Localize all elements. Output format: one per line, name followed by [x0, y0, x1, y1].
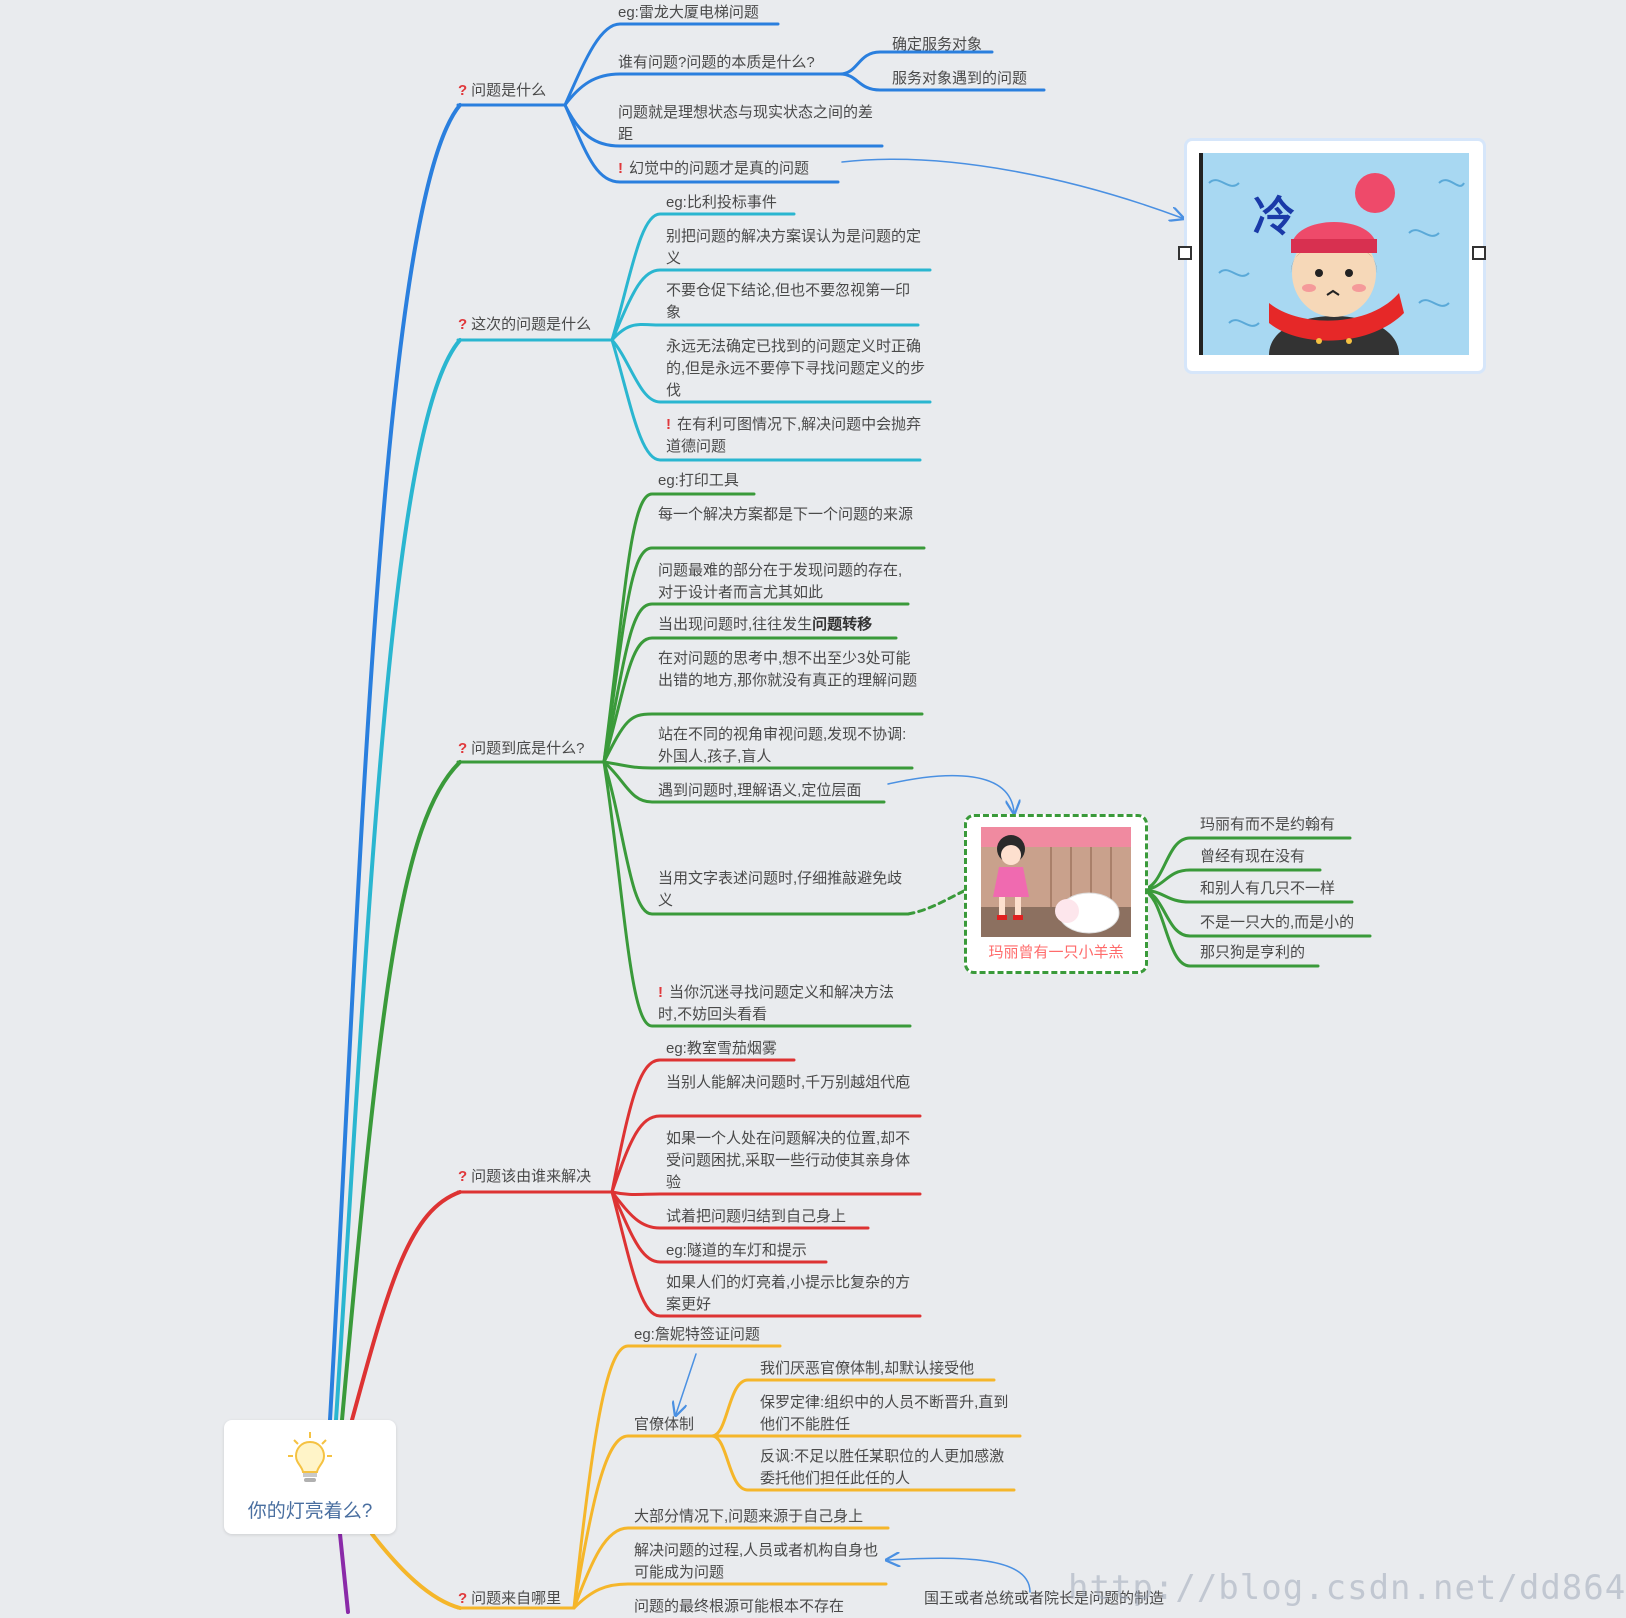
topic-let-them-experience[interactable]: 如果一个人处在问题解决的位置,却不受问题困扰,采取一些行动使其亲身体验 — [666, 1130, 911, 1191]
topic-visa-problem[interactable]: eg:詹妮特签证问题 — [634, 1326, 760, 1343]
topic-problem-shift[interactable]: 当出现问题时,往往发生问题转移 — [658, 614, 872, 636]
branch-this-time-problem[interactable]: ?这次的问题是什么 — [458, 314, 591, 336]
topic-label: 幻觉中的问题才是真的问题 — [629, 160, 810, 177]
branch-title: 这次的问题是什么 — [471, 316, 592, 333]
topic-dont-overstep[interactable]: 当别人能解决问题时,千万别越俎代庖 — [666, 1074, 911, 1091]
topic-gap-definition[interactable]: 问题就是理想状态与现实状态之间的差距 — [618, 104, 874, 143]
branch-who-solves[interactable]: ?问题该由谁来解决 — [458, 1166, 591, 1188]
topic-root-not-exist[interactable]: 问题的最终根源可能根本不存在 — [634, 1598, 845, 1615]
topic-never-stop-defining[interactable]: 永远无法确定已找到的问题定义时正确的,但是永远不要停下寻找问题定义的步伐 — [666, 338, 926, 399]
branch-title: 问题来自哪里 — [471, 1590, 562, 1607]
topic-tunnel-lights[interactable]: eg:隧道的车灯和提示 — [666, 1242, 807, 1259]
image-node-mary[interactable]: 玛丽曾有一只小羊羔 — [964, 814, 1148, 974]
topic-king-president[interactable]: 国王或者总统或者院长是问题的制造 — [924, 1590, 1165, 1607]
arrow-to-image — [841, 158, 1182, 218]
topic-mary-has[interactable]: 玛丽有而不是约翰有 — [1200, 816, 1336, 833]
branch-title: 问题该由谁来解决 — [471, 1168, 592, 1185]
topic-peter-principle[interactable]: 保罗定律:组织中的人员不断晋升,直到他们不能胜任 — [760, 1394, 1009, 1433]
trunk-orange — [370, 1532, 462, 1610]
topic-billy-bid[interactable]: eg:比利投标事件 — [666, 194, 777, 211]
resize-handle-right[interactable] — [1472, 246, 1486, 260]
topic-semantics[interactable]: 遇到问题时,理解语义,定位层面 — [658, 782, 862, 799]
topic-label: 当你沉迷寻找问题定义和解决方法时,不妨回头看看 — [658, 984, 895, 1023]
watermark: http://blog.csdn.net/dd864 — [1068, 1568, 1626, 1608]
image-node-cold[interactable]: 冷 — [1184, 138, 1486, 374]
trunk-purple — [338, 1532, 350, 1614]
question-mark-icon: ? — [458, 1168, 468, 1185]
dashed-link — [906, 888, 968, 916]
arrow-to-mary — [887, 774, 1014, 812]
trunk-red — [350, 1190, 462, 1422]
topic-small-not-big[interactable]: 不是一只大的,而是小的 — [1200, 914, 1355, 931]
branch-what-is-the-problem[interactable]: ?问题是什么 — [458, 80, 546, 102]
arrow-to-process — [888, 1558, 1031, 1593]
branch-where-from[interactable]: ?问题来自哪里 — [458, 1588, 561, 1610]
cold-glyph: 冷 — [1253, 192, 1295, 241]
trunk-cyan — [334, 338, 462, 1422]
topic-client-problem[interactable]: 服务对象遇到的问题 — [892, 70, 1028, 87]
mindmap-connectors — [328, 22, 1372, 1614]
topic-irony[interactable]: 反讽:不足以胜任某职位的人更加感激委托他们担任此任的人 — [760, 1448, 1005, 1487]
cold-girl-illustration: 冷 — [1199, 153, 1469, 355]
question-mark-icon: ? — [458, 316, 468, 333]
topic-leilong-elevator[interactable]: eg:雷龙大厦电梯问题 — [618, 4, 759, 21]
topic-first-impression[interactable]: 不要仓促下结论,但也不要忽视第一印象 — [666, 282, 911, 321]
question-mark-icon: ? — [458, 1590, 468, 1607]
topic-solution-not-definition[interactable]: 别把问题的解决方案误认为是问题的定义 — [666, 228, 922, 267]
topic-hate-bureaucracy[interactable]: 我们厌恶官僚体制,却默认接受他 — [760, 1360, 975, 1377]
topic-how-many[interactable]: 和别人有几只不一样 — [1200, 880, 1336, 897]
trunk-blue — [328, 103, 462, 1422]
mary-lamb-illustration — [981, 827, 1131, 937]
arrow-to-bureaucracy — [676, 1353, 697, 1414]
resize-handle-left[interactable] — [1178, 246, 1192, 260]
topic-hardest-part[interactable]: 问题最难的部分在于发现问题的存在,对于设计者而言尤其如此 — [658, 562, 903, 601]
exclamation-icon: ! — [666, 416, 671, 433]
topic-blame-self[interactable]: 试着把问题归结到自己身上 — [666, 1208, 847, 1225]
exclamation-icon: ! — [658, 984, 663, 1001]
topic-bold-label: 问题转移 — [812, 616, 873, 633]
topic-abandon-ethics[interactable]: !在有利可图情况下,解决问题中会抛弃道德问题 — [666, 414, 924, 458]
topic-hint-better[interactable]: 如果人们的灯亮着,小提示比复杂的方案更好 — [666, 1274, 911, 1313]
topic-three-errors[interactable]: 在对问题的思考中,想不出至少3处可能出错的地方,那你就没有真正的理解问题 — [658, 650, 918, 689]
root-node[interactable]: 你的灯亮着么? — [224, 1420, 396, 1534]
topic-henry-dog[interactable]: 那只狗是亨利的 — [1200, 944, 1306, 961]
question-mark-icon: ? — [458, 82, 468, 99]
topic-bureaucracy[interactable]: 官僚体制 — [634, 1416, 695, 1433]
topic-who-has-problem[interactable]: 谁有问题?问题的本质是什么? — [618, 54, 815, 71]
topic-process-problem[interactable]: 解决问题的过程,人员或者机构自身也可能成为问题 — [634, 1542, 879, 1581]
exclamation-icon: ! — [618, 160, 623, 177]
lightbulb-icon — [288, 1432, 332, 1482]
branch-title: 问题到底是什么? — [471, 740, 585, 757]
topic-from-self[interactable]: 大部分情况下,问题来源于自己身上 — [634, 1508, 864, 1525]
topic-label: 当出现问题时,往往发生 — [658, 616, 813, 633]
branch-what-really-is-problem[interactable]: ?问题到底是什么? — [458, 738, 585, 760]
question-mark-icon: ? — [458, 740, 468, 757]
topic-determine-client[interactable]: 确定服务对象 — [892, 36, 983, 53]
topic-print-tool[interactable]: eg:打印工具 — [658, 472, 739, 489]
topic-illusion-problem[interactable]: ! 幻觉中的问题才是真的问题 — [618, 158, 809, 180]
topic-label: 在有利可图情况下,解决问题中会抛弃道德问题 — [666, 416, 922, 455]
branch-title: 问题是什么 — [471, 82, 547, 99]
topic-solution-source[interactable]: 每一个解决方案都是下一个问题的来源 — [658, 506, 914, 523]
topic-had-before[interactable]: 曾经有现在没有 — [1200, 848, 1306, 865]
trunk-green — [340, 760, 462, 1422]
root-title: 你的灯亮着么? — [247, 1501, 373, 1522]
topic-look-back[interactable]: !当你沉迷寻找问题定义和解决方法时,不妨回头看看 — [658, 982, 910, 1026]
topic-cigar-smoke[interactable]: eg:教室雪茄烟雾 — [666, 1040, 777, 1057]
topic-different-views[interactable]: 站在不同的视角审视问题,发现不协调:外国人,孩子,盲人 — [658, 726, 907, 765]
image-caption: 玛丽曾有一只小羊羔 — [988, 944, 1124, 961]
topic-avoid-ambiguity[interactable]: 当用文字表述问题时,仔细推敲避免歧义 — [658, 870, 903, 909]
